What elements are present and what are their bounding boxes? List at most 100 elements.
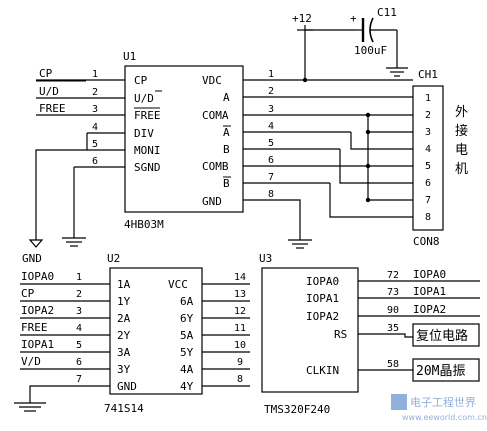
svg-text:+: + <box>350 12 357 25</box>
u2-net-3: IOPA2 <box>21 304 54 317</box>
u1-left-wires <box>35 79 125 240</box>
u3-pin-num-73: 73 <box>387 287 399 298</box>
capacitor-c11: + <box>350 12 408 77</box>
reset-circuit-box <box>412 323 480 347</box>
u3-pin-num-58: 58 <box>387 359 399 370</box>
u1-rpin-num-1: 1 <box>268 69 274 80</box>
u2-body <box>109 267 203 395</box>
u2-rpin-num-11: 11 <box>234 323 246 334</box>
u1-pin-num-3: 3 <box>92 104 98 115</box>
gnd-label: GND <box>22 252 42 265</box>
u1-pin-num-5: 5 <box>92 139 98 150</box>
u2-rpin-name-10: 5Y <box>180 346 194 359</box>
u3-pin-num-35: 35 <box>387 323 399 334</box>
u1-net-2: U/D <box>39 85 59 98</box>
u1-pin-num-2: 2 <box>92 87 98 98</box>
watermark-url: www.eeworld.com.cn <box>402 413 487 422</box>
u1-pin-name-coma: COMA <box>202 109 229 122</box>
con8-pin-5: 5 <box>425 161 431 172</box>
ground-symbol-u2 <box>14 402 46 412</box>
u2-left-pin-names: 1A 1Y 2A 2Y 3A 3Y GND <box>117 278 137 393</box>
u1-rpin-num-4: 4 <box>268 121 274 132</box>
external-motor-label: 外 接 电 机 <box>455 105 468 177</box>
vcc-rail <box>297 25 356 80</box>
u2-pin-num-7: 7 <box>76 374 82 385</box>
u1-pin-name-free: FREE <box>134 109 161 122</box>
u2-pin-num-2: 2 <box>76 289 82 300</box>
con8-pin-numbers: 1 2 3 4 5 6 7 8 <box>425 93 431 223</box>
u1-rpin-num-2: 2 <box>268 86 274 97</box>
watermark: 电子工程世界 www.eeworld.com.cn <box>391 394 487 422</box>
con8-pin-1: 1 <box>425 93 431 104</box>
con8-part: CON8 <box>413 235 440 248</box>
ch1-ref: CH1 <box>418 68 438 81</box>
u1-rpin-num-5: 5 <box>268 138 274 149</box>
u2-rpin-name-11: 5A <box>180 329 194 342</box>
u3-net-iopa2: IOPA2 <box>413 303 446 316</box>
u2-rpin-num-8: 8 <box>237 374 243 385</box>
u1-right-wires <box>243 79 413 240</box>
ground-symbol-sgnd <box>62 237 86 247</box>
motor-char-3: 电 <box>455 143 468 158</box>
watermark-text: 电子工程世界 <box>410 396 476 409</box>
u1-pin-num-6: 6 <box>92 156 98 167</box>
u1-rpin-num-6: 6 <box>268 155 274 166</box>
u1-net-1: CP <box>39 67 53 80</box>
u2-pin-name-6: 3Y <box>117 363 131 376</box>
u1-rpin-num-3: 3 <box>268 104 274 115</box>
u2-rpin-num-12: 12 <box>234 306 246 317</box>
crystal-box <box>412 358 480 382</box>
con8-pin-4: 4 <box>425 144 431 155</box>
u2-pin-num-3: 3 <box>76 306 82 317</box>
u2-part: 741S14 <box>104 402 144 415</box>
u2-pin-name-3: 2A <box>117 312 131 325</box>
u1-pin-num-1: 1 <box>92 69 98 80</box>
u1-net-3: FREE <box>39 102 66 115</box>
u3-wires <box>358 280 480 371</box>
u2-rpin-num-9: 9 <box>237 357 243 368</box>
ground-symbol-u1-gnd <box>288 239 312 249</box>
motor-char-4: 机 <box>455 162 468 177</box>
u2-rpin-num-14: 14 <box>234 272 246 283</box>
u1-pin-name-abar: A <box>223 126 230 139</box>
u1-rpin-num-8: 8 <box>268 189 274 200</box>
u2-pin-num-1: 1 <box>76 272 82 283</box>
u3-pin-names: IOPA0 IOPA1 IOPA2 RS CLKIN <box>306 275 347 377</box>
u1-pin-name-vdc: VDC <box>202 74 222 87</box>
u1-part: 4HB03M <box>124 218 164 231</box>
u2-net-4: FREE <box>21 321 48 334</box>
u3-pin-numbers: 72 73 90 35 58 <box>387 270 399 370</box>
u2-rpin-name-12: 6Y <box>180 312 194 325</box>
u3-net-iopa0: IOPA0 <box>413 268 446 281</box>
u1-pin-num-4: 4 <box>92 122 98 133</box>
u3-pin-name-35: RS <box>334 328 347 341</box>
u3-net-iopa1: IOPA1 <box>413 285 446 298</box>
u2-rpin-num-10: 10 <box>234 340 246 351</box>
u1-pin-name-b: B <box>223 143 230 156</box>
c11-value: 100uF <box>354 44 387 57</box>
u3-pin-num-90: 90 <box>387 305 399 316</box>
con8-pin-8: 8 <box>425 212 431 223</box>
con8-pin-2: 2 <box>425 110 431 121</box>
u3-net-labels: IOPA0 IOPA1 IOPA2 <box>413 268 446 316</box>
u2-rpin-name-8: 4Y <box>180 380 194 393</box>
u2-rpin-name-13: 6A <box>180 295 194 308</box>
u1-pin-name-cp: CP <box>134 74 148 87</box>
u2-rpin-name-14: VCC <box>168 278 188 291</box>
u1-pin-name-bbar: B <box>223 177 230 190</box>
u3-pin-name-58: CLKIN <box>306 364 339 377</box>
u1-pin-name-comb: COMB <box>202 160 229 173</box>
u2-pin-name-5: 3A <box>117 346 131 359</box>
motor-char-2: 接 <box>455 123 468 139</box>
u2-net-2: CP <box>21 287 35 300</box>
u3-body <box>261 267 359 393</box>
u2-left-wires <box>20 283 110 403</box>
u2-right-wires <box>202 283 250 387</box>
c11-ref: C11 <box>377 6 397 19</box>
u2-rpin-name-9: 4A <box>180 363 194 376</box>
u1-pin-name-ud: U/D <box>134 92 154 105</box>
u2-net-6: V/D <box>21 355 41 368</box>
motor-char-1: 外 <box>455 105 468 120</box>
u3-part: TMS320F240 <box>264 403 330 416</box>
